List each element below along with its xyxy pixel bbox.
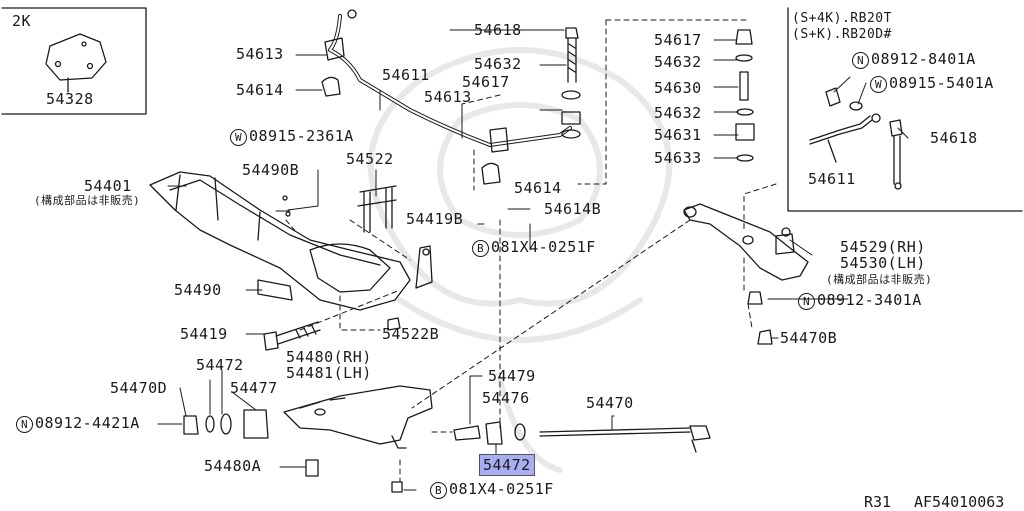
part-54328-label[interactable]: 54328 bbox=[46, 90, 94, 108]
n-circle-icon: N bbox=[852, 52, 869, 69]
part-54611-label[interactable]: 54611 bbox=[382, 66, 430, 84]
part-54617b-label[interactable]: 54617 bbox=[462, 73, 510, 91]
part-08912-4421A-text: 08912-4421A bbox=[35, 414, 140, 432]
leader-lines bbox=[157, 29, 909, 491]
part-54401-note: (構成部品は非販売) bbox=[34, 194, 141, 207]
part-54632c-label[interactable]: 54632 bbox=[654, 104, 702, 122]
crossmember-drawing bbox=[149, 171, 433, 331]
watermark-logo bbox=[367, 47, 673, 473]
part-54472-label[interactable]: 54472 bbox=[196, 356, 244, 374]
n-circle-icon: N bbox=[798, 293, 815, 310]
inset-variant-line2: (S+K).RB20D# bbox=[792, 27, 892, 42]
part-08912-3401A-text: 08912-3401A bbox=[817, 291, 922, 309]
inset-code-label: 2K bbox=[12, 12, 32, 30]
tension-rod-bracket-drawing bbox=[183, 385, 433, 493]
part-08915-2361A-text: 08915-2361A bbox=[249, 127, 354, 145]
inset-link-drawing bbox=[809, 87, 903, 190]
part-54419-label[interactable]: 54419 bbox=[180, 325, 228, 343]
part-54613-label[interactable]: 54613 bbox=[236, 45, 284, 63]
part-54477-label[interactable]: 54477 bbox=[230, 379, 278, 397]
part-54632b-label[interactable]: 54632 bbox=[654, 53, 702, 71]
part-54614-lower-label[interactable]: 54614 bbox=[514, 179, 562, 197]
part-54480A-label[interactable]: 54480A bbox=[204, 457, 262, 475]
inset-variant-line1: (S+4K).RB20T bbox=[792, 11, 892, 26]
part-54611-inset-label[interactable]: 54611 bbox=[808, 170, 856, 188]
bracket-54328-drawing bbox=[45, 33, 107, 93]
part-08915-5401A-text: 08915-5401A bbox=[889, 74, 994, 92]
part-54480RH-label[interactable]: 54480(RH) bbox=[286, 348, 372, 366]
part-54618-inset-label[interactable]: 54618 bbox=[930, 129, 978, 147]
part-54522-label[interactable]: 54522 bbox=[346, 150, 394, 168]
part-54490B-label[interactable]: 54490B bbox=[242, 161, 300, 179]
part-54470D-label[interactable]: 54470D bbox=[110, 379, 168, 397]
part-081X4-0251F-upper-text: 081X4-0251F bbox=[491, 238, 596, 256]
part-54614B-label[interactable]: 54614B bbox=[544, 200, 602, 218]
tension-rod-drawing bbox=[453, 421, 711, 453]
part-08912-8401A-text: 08912-8401A bbox=[871, 50, 976, 68]
part-54472-highlight: 54472 bbox=[479, 454, 535, 476]
b-circle-icon: B bbox=[472, 240, 489, 257]
dashed-guide-lines bbox=[285, 19, 777, 483]
inset-topleft-box bbox=[1, 7, 147, 115]
part-081X4-0251F-lower-text: 081X4-0251F bbox=[449, 480, 554, 498]
b-circle-icon: B bbox=[430, 482, 447, 499]
part-54617-label[interactable]: 54617 bbox=[654, 31, 702, 49]
part-54632a-label[interactable]: 54632 bbox=[474, 55, 522, 73]
part-54618-label[interactable]: 54618 bbox=[474, 21, 522, 39]
w-circle-icon: W bbox=[230, 129, 247, 146]
part-54419B-label[interactable]: 54419B bbox=[406, 210, 464, 228]
part-54401-label[interactable]: 54401 bbox=[84, 177, 132, 195]
part-54530-label[interactable]: 54530(LH) bbox=[840, 254, 926, 272]
bolt-54419-drawing bbox=[263, 321, 321, 351]
part-54479-label[interactable]: 54479 bbox=[488, 367, 536, 385]
stabilizer-bar-drawing bbox=[321, 9, 572, 185]
part-54613b-label[interactable]: 54613 bbox=[424, 88, 472, 106]
stabilizer-link-drawing bbox=[561, 27, 755, 162]
part-54631-label[interactable]: 54631 bbox=[654, 126, 702, 144]
w-circle-icon: W bbox=[870, 76, 887, 93]
part-54481LH-label[interactable]: 54481(LH) bbox=[286, 364, 372, 382]
part-54529-label[interactable]: 54529(RH) bbox=[840, 238, 926, 256]
n-circle-icon: N bbox=[16, 416, 33, 433]
part-54490-label[interactable]: 54490 bbox=[174, 281, 222, 299]
page-ref: R31 bbox=[864, 493, 892, 511]
part-54472-highlighted-label[interactable]: 54472 bbox=[479, 454, 535, 476]
control-arm-drawing bbox=[683, 203, 809, 345]
part-54630-label[interactable]: 54630 bbox=[654, 79, 702, 97]
part-54530-note: (構成部品は非販売) bbox=[826, 273, 933, 286]
part-54633-label[interactable]: 54633 bbox=[654, 149, 702, 167]
diagram-code: AF54010063 bbox=[914, 493, 1005, 511]
part-54522B-label[interactable]: 54522B bbox=[382, 325, 440, 343]
part-54614-label[interactable]: 54614 bbox=[236, 81, 284, 99]
part-54476-label[interactable]: 54476 bbox=[482, 389, 530, 407]
part-54470B-label[interactable]: 54470B bbox=[780, 329, 838, 347]
part-54470-label[interactable]: 54470 bbox=[586, 394, 634, 412]
inset-topright-box bbox=[787, 7, 1023, 212]
